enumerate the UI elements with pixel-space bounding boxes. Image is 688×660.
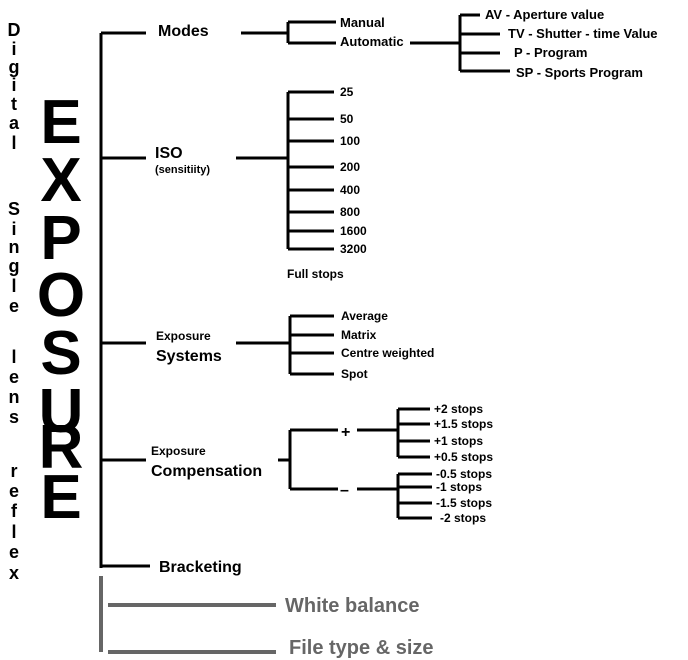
iso-sublabel: (sensitiity) [155, 164, 210, 176]
vertical-letter: g [9, 256, 20, 276]
exposure-letter: X [40, 146, 81, 215]
plus-items: +2 stops+1.5 stops +1 stops +0.5 stops [398, 402, 493, 464]
vertical-letter: e [9, 542, 19, 562]
system-item: Average [341, 309, 388, 323]
iso-value: 100 [340, 134, 360, 148]
system-item: Centre weighted [341, 346, 434, 360]
auto-item-sp: SP - Sports Program [516, 65, 643, 80]
vertical-letter: i [11, 39, 16, 59]
file-type-label: File type & size [289, 637, 434, 659]
vertical-letter: e [9, 367, 19, 387]
white-balance-branch: White balance [108, 595, 419, 617]
vertical-letter: l [11, 522, 16, 542]
auto-item-p: P - Program [514, 45, 587, 60]
vertical-letter: S [8, 199, 20, 219]
vertical-letter: g [9, 57, 20, 77]
vertical-letter: n [9, 387, 20, 407]
iso-value: 800 [340, 205, 360, 219]
modes-branch: Modes Manual Automatic AV - Aperture val… [101, 7, 658, 80]
exposure-compensation-branch: Exposure Compensation + – +2 stops+1.5 s… [101, 402, 493, 525]
vertical-letter: r [10, 461, 17, 481]
vertical-letter: f [11, 501, 18, 521]
vertical-letter: x [9, 563, 19, 583]
iso-note: Full stops [287, 267, 344, 281]
minus-stop-item: -1.5 stops [436, 496, 492, 510]
exposure-letter: O [37, 261, 85, 330]
iso-value: 3200 [340, 242, 367, 256]
vertical-letter: a [9, 113, 20, 133]
minus-stop-item: -1 stops [436, 480, 482, 494]
iso-value: 50 [340, 112, 354, 126]
plus-sign: + [341, 424, 350, 441]
comp-label-big: Compensation [151, 463, 262, 480]
systems-label-big: Systems [156, 348, 222, 365]
iso-value: 1600 [340, 224, 367, 238]
exposure-letter: S [40, 319, 81, 388]
vertical-letter: s [9, 407, 19, 427]
white-balance-label: White balance [285, 595, 419, 617]
file-type-branch: File type & size [108, 637, 434, 659]
system-item: Matrix [341, 328, 377, 342]
exposure-letter: U [39, 377, 84, 446]
plus-stop-item: +1.5 stops [434, 417, 493, 431]
vertical-letter: e [9, 481, 19, 501]
vertical-letter: l [11, 133, 16, 153]
vertical-letter: n [9, 237, 20, 257]
systems-label-small: Exposure [156, 329, 211, 343]
bracketing-label: Bracketing [159, 559, 242, 576]
iso-value: 25 [340, 85, 354, 99]
iso-values: 25 50 100 200 400 800 1600 3200 [288, 85, 367, 256]
system-item: Spot [341, 367, 368, 381]
plus-stop-item: +2 stops [434, 402, 483, 416]
vertical-letter: D [8, 20, 21, 40]
mode-manual: Manual [340, 15, 385, 30]
iso-value: 200 [340, 160, 360, 174]
vertical-letter: t [11, 94, 17, 114]
plus-stop-item: +1 stops [434, 434, 483, 448]
iso-value: 400 [340, 183, 360, 197]
minus-sign: – [340, 482, 349, 499]
vertical-letter: i [11, 75, 16, 95]
exposure-letter: P [40, 204, 81, 273]
minus-stop-item: -2 stops [440, 511, 486, 525]
minus-items: -0.5 stops-1 stops -1.5 stops-2 stops [398, 467, 492, 525]
iso-branch: ISO (sensitiity) 25 50 100 200 400 800 1600 320… [101, 85, 367, 281]
comp-label-small: Exposure [151, 444, 206, 458]
iso-label: ISO [155, 145, 183, 162]
bracketing-branch: Bracketing [101, 559, 242, 576]
vertical-letter: i [11, 219, 16, 239]
vertical-letter: l [11, 276, 16, 296]
vertical-letter: l [11, 347, 16, 367]
plus-stop-item: +0.5 stops [434, 450, 493, 464]
exposure-letter: E [40, 463, 81, 532]
vertical-letter: e [9, 296, 19, 316]
modes-label: Modes [158, 23, 209, 40]
auto-item-tv: TV - Shutter - time Value [508, 26, 658, 41]
minus-stop-item: -0.5 stops [436, 467, 492, 481]
exposure-letter: E [40, 88, 81, 157]
mode-automatic: Automatic [340, 34, 404, 49]
auto-item-av: AV - Aperture value [485, 7, 604, 22]
exposure-letter: R [39, 413, 84, 482]
